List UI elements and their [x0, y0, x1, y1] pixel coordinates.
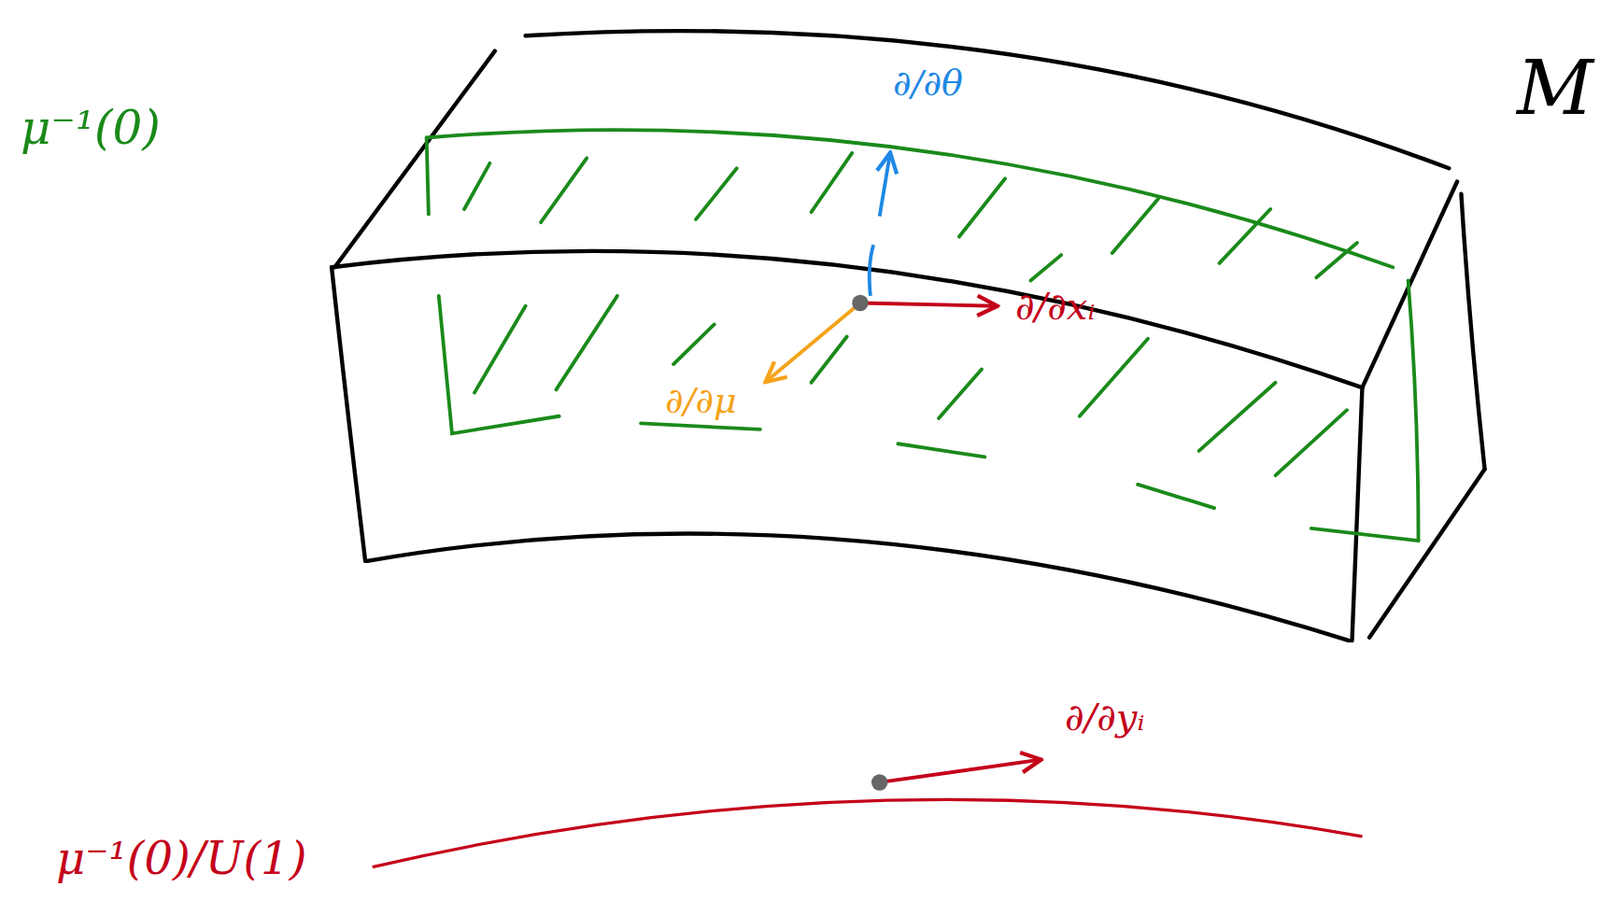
quotient-label: μ⁻¹(0)/U(1): [56, 835, 307, 881]
theta-vector-label: ∂/∂θ: [892, 65, 963, 101]
base-point: [851, 295, 868, 312]
y-vector: [879, 760, 1039, 783]
mu-vector: [767, 302, 861, 381]
x-vector-label: ∂/∂xᵢ: [1015, 287, 1095, 326]
level-set-label: μ⁻¹(0): [20, 104, 161, 152]
theta-vector-stem: [869, 244, 874, 297]
quotient-point: [871, 774, 888, 791]
band-outline: [331, 30, 1485, 641]
mu-vector-label: ∂/∂μ: [665, 382, 737, 419]
level-set-hatching: [426, 129, 1419, 541]
y-vector-label: ∂/∂yᵢ: [1064, 698, 1146, 737]
theta-vector: [879, 155, 891, 217]
x-vector: [860, 302, 995, 306]
quotient-curve: [372, 799, 1363, 867]
manifold-label: M: [1516, 51, 1594, 127]
